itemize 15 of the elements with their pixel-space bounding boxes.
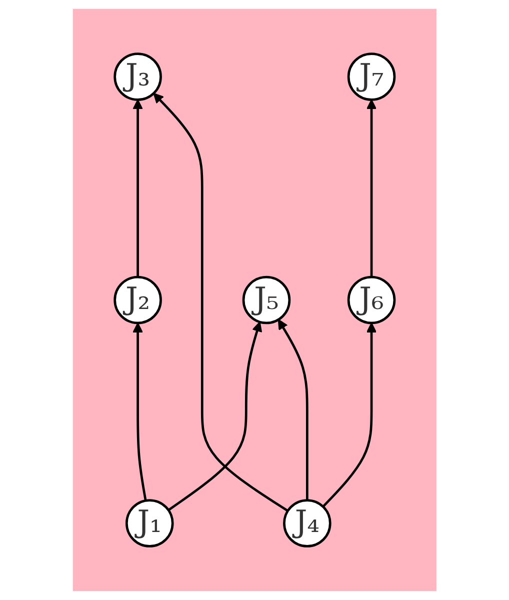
arrow xyxy=(132,322,147,501)
node-circle: J₅ xyxy=(242,276,290,324)
arrow xyxy=(366,99,377,278)
node-circle: J₇ xyxy=(347,52,396,101)
node-circle: J₃ xyxy=(114,52,162,101)
arrow xyxy=(132,99,143,278)
cluster xyxy=(72,8,436,592)
arrow xyxy=(278,319,308,500)
node-circle: J₆ xyxy=(347,276,396,324)
arrow xyxy=(153,92,288,512)
node-circle: J₄ xyxy=(282,499,332,548)
node-circle: J₂ xyxy=(114,276,162,324)
node-circle: J₁ xyxy=(125,499,174,548)
arrow xyxy=(322,322,377,508)
arrow xyxy=(168,322,262,512)
